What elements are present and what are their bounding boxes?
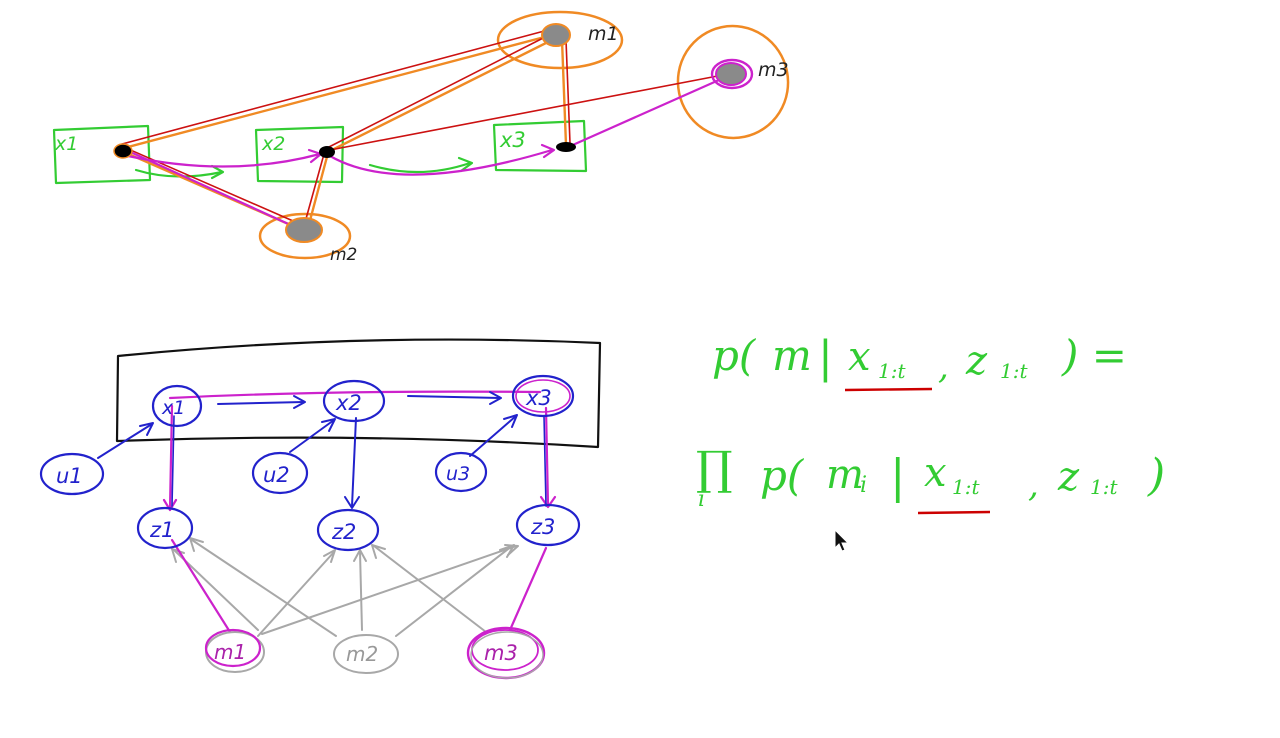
eq1-x: x bbox=[848, 334, 871, 380]
eq2-prod-index: i bbox=[698, 487, 705, 512]
top-sketch: x1 x2 x3 m1 m2 m3 bbox=[52, 10, 790, 265]
control-node-u1 bbox=[39, 452, 105, 496]
eq1-x-sub: 1:t bbox=[878, 359, 906, 383]
pose-x2-label: x2 bbox=[261, 133, 285, 155]
arrow-cursor bbox=[834, 528, 850, 552]
eq2-comma: , bbox=[1028, 465, 1039, 505]
landmark-m3 bbox=[715, 62, 747, 86]
pose-x3-box bbox=[492, 119, 588, 173]
pose-x1-dot bbox=[113, 143, 133, 159]
measurement-label-z3: z3 bbox=[530, 515, 555, 539]
magenta-state-chain bbox=[168, 390, 542, 400]
meas-x2-m1-orange bbox=[326, 34, 562, 154]
state-label-x1: x1 bbox=[161, 397, 185, 419]
meas-x2-m3-red bbox=[329, 73, 729, 151]
equation-line-2: ∏ i p( m i | x 1:t , z 1:t ) bbox=[696, 441, 1165, 512]
eq2-prod: ∏ bbox=[696, 441, 733, 495]
eq2-underline bbox=[917, 510, 991, 515]
eq1-m: m bbox=[772, 331, 812, 380]
state-node-x2 bbox=[322, 379, 386, 423]
magenta-x3-m3 bbox=[564, 74, 730, 150]
eq1-bar: | bbox=[818, 332, 833, 383]
eq2-x: x bbox=[924, 450, 947, 496]
landmark-m2 bbox=[285, 217, 323, 243]
map-label-m2: m2 bbox=[346, 642, 378, 666]
equation-line-1: p( m | x 1:t , z 1:t ) = bbox=[712, 331, 1127, 387]
pose-x3-dot bbox=[556, 142, 576, 152]
landmark-m1-label: m1 bbox=[588, 23, 619, 45]
meas-x2-m2-orange bbox=[306, 151, 330, 230]
eq1-underline bbox=[844, 387, 933, 392]
measurement-label-z2: z2 bbox=[331, 520, 356, 544]
map-label-m3: m3 bbox=[484, 641, 518, 665]
landmark-m1 bbox=[541, 23, 571, 47]
meas-x1-m1-orange bbox=[122, 32, 558, 150]
meas-x3-m1-red bbox=[565, 39, 571, 144]
pose-x1-label: x1 bbox=[54, 133, 78, 155]
state-node-x3 bbox=[511, 374, 575, 418]
state-node-x1 bbox=[151, 384, 203, 428]
meas-x1-m1-red bbox=[121, 29, 549, 145]
landmark-m2-label: m2 bbox=[330, 245, 357, 265]
measurement-node-z3 bbox=[515, 503, 581, 547]
measurement-node-z1 bbox=[136, 506, 194, 550]
control-node-u2 bbox=[251, 451, 309, 495]
eq2-z: z bbox=[1057, 454, 1080, 500]
map-label-m1: m1 bbox=[214, 640, 246, 664]
landmark-m1-uncertainty bbox=[496, 10, 624, 70]
eq1-comma: , bbox=[938, 347, 949, 387]
eq2-tail: ) bbox=[1147, 450, 1165, 501]
landmark-m3-ring bbox=[710, 58, 754, 90]
landmark-m3-uncertainty bbox=[676, 24, 790, 140]
magenta-x1-m2 bbox=[124, 148, 308, 234]
pose-x1-box bbox=[52, 124, 152, 185]
landmark-m2-uncertainty bbox=[258, 212, 352, 260]
control-node-u3 bbox=[434, 451, 488, 493]
eq2-m: m bbox=[826, 452, 864, 498]
pose-x2-dot bbox=[319, 146, 335, 158]
meas-x3-m1-orange bbox=[560, 38, 568, 147]
state-label-x2: x2 bbox=[335, 391, 362, 415]
meas-x2-m2-red bbox=[303, 153, 325, 227]
eq1-z: z bbox=[965, 338, 988, 384]
eq2-x-sub: 1:t bbox=[952, 475, 980, 499]
measurement-label-z1: z1 bbox=[149, 518, 174, 542]
eq2-bar: | bbox=[890, 449, 906, 503]
state-frame bbox=[115, 338, 602, 449]
control-label-u1: u1 bbox=[56, 464, 83, 488]
eq2-z-sub: 1:t bbox=[1090, 475, 1118, 499]
graph-model: x1 x2 x3 u1 u2 u3 z1 z2 z3 m1 m2 m3 bbox=[39, 338, 602, 680]
state-label-x3: x3 bbox=[525, 386, 552, 410]
control-label-u3: u3 bbox=[446, 463, 470, 485]
pose-x3-label: x3 bbox=[499, 128, 526, 152]
eq1-tail: ) = bbox=[1061, 331, 1127, 380]
meas-x1-m2-red bbox=[125, 147, 301, 225]
magenta-x2-x3 bbox=[328, 148, 554, 176]
landmark-m3-label: m3 bbox=[758, 59, 789, 81]
map-node-m2 bbox=[333, 634, 399, 674]
eq1-z-sub: 1:t bbox=[1000, 359, 1028, 383]
measurement-node-z2 bbox=[316, 508, 380, 552]
motion-arrow-2 bbox=[368, 161, 472, 174]
meas-x2-m1-red bbox=[324, 31, 556, 150]
equations: p( m | x 1:t , z 1:t ) = ∏ i p( m i | x … bbox=[696, 331, 1165, 515]
magenta-x1-x2 bbox=[126, 152, 322, 168]
eq2-m-sub: i bbox=[860, 473, 867, 498]
control-label-u2: u2 bbox=[263, 463, 290, 487]
eq1-p: p( bbox=[712, 331, 757, 380]
eq2-p: p( bbox=[760, 451, 805, 500]
